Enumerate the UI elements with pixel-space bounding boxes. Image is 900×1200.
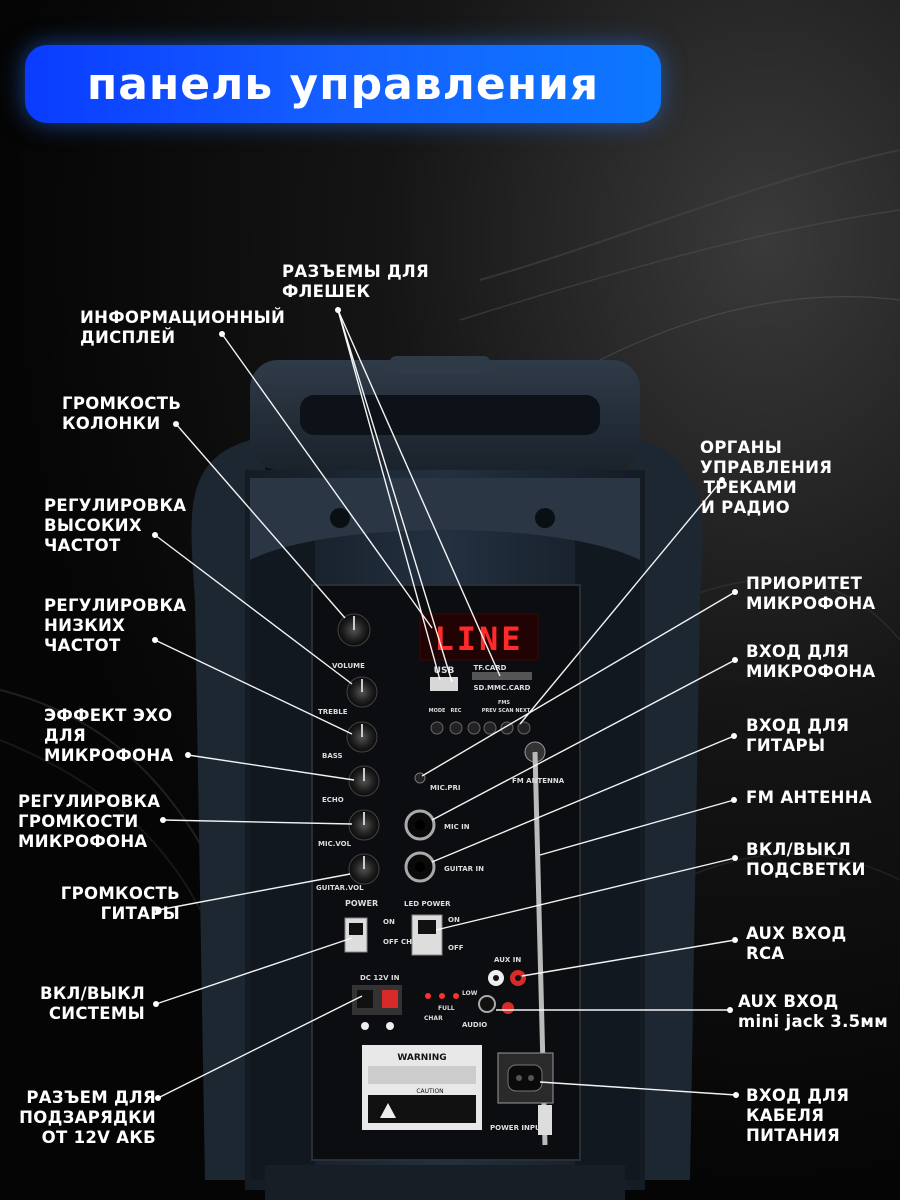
charge-indicator-leds (425, 993, 459, 999)
mic-in-label: MIC IN (444, 823, 470, 831)
fms-label: FMS (498, 700, 510, 706)
volume-label: VOLUME (332, 662, 365, 670)
led-off-label: OFF (448, 944, 464, 952)
audio-label: AUDIO (462, 1021, 487, 1029)
dc-12v-label: DC 12V IN (360, 974, 400, 982)
aux-in-label: AUX IN (494, 956, 521, 964)
tf-card-label: TF.CARD (474, 664, 507, 672)
rec-label: REC (451, 708, 462, 714)
power-switch[interactable] (344, 917, 368, 953)
led-power-label: LED POWER (404, 900, 451, 908)
sd-card-slot (472, 672, 532, 680)
caution-label: CAUTION (416, 1088, 443, 1095)
power-on-label: ON (383, 918, 395, 926)
mic-priority-button[interactable] (414, 772, 426, 784)
sd-card-label: SD.MMC.CARD (474, 684, 531, 692)
callout-fm-antenna: FM АНТЕННА (746, 788, 872, 807)
echo-knob[interactable] (348, 765, 380, 797)
bass-knob[interactable] (346, 721, 378, 753)
usb-port (430, 677, 458, 691)
aux-mini-jack[interactable] (478, 995, 514, 1014)
usb-label: USB (434, 666, 455, 676)
echo-label: ECHO (322, 796, 344, 804)
volume-knob[interactable] (337, 613, 371, 647)
guitar-vol-label: GUITAR.VOL (316, 884, 364, 892)
power-label: POWER (345, 899, 378, 908)
prev-scan-next-label: PREV SCAN NEXT (482, 708, 531, 714)
bass-label: BASS (322, 752, 343, 760)
mic-vol-knob[interactable] (348, 809, 380, 841)
led-on-label: ON (448, 916, 460, 924)
aux-rca-jacks[interactable] (488, 970, 526, 986)
power-off-char-label: OFF CHAR (383, 938, 423, 946)
page-title: панель управления (86, 58, 600, 110)
mic-input-jack[interactable] (404, 809, 436, 841)
full-label: FULL (438, 1005, 455, 1012)
low-label: LOW (462, 990, 478, 997)
mic-pri-label: MIC.PRI (430, 784, 461, 792)
led-power-switch[interactable] (411, 914, 443, 956)
display-text: LINE (434, 620, 523, 658)
warning-label: WARNING (397, 1053, 446, 1063)
treble-knob[interactable] (346, 676, 378, 708)
title-banner: панель управления (25, 45, 661, 123)
guitar-vol-knob[interactable] (348, 853, 380, 885)
guitar-input-jack[interactable] (404, 851, 436, 883)
fm-antenna-label: FM ANTENNA (512, 777, 565, 785)
power-input-socket[interactable] (497, 1052, 554, 1104)
mode-label: MODE (429, 708, 446, 714)
mic-vol-label: MIC.VOL (318, 840, 352, 848)
guitar-in-label: GUITAR IN (444, 865, 484, 873)
power-input-label: POWER INPUT (490, 1124, 546, 1132)
treble-label: TREBLE (318, 708, 348, 716)
char-label: CHAR (424, 1015, 443, 1022)
